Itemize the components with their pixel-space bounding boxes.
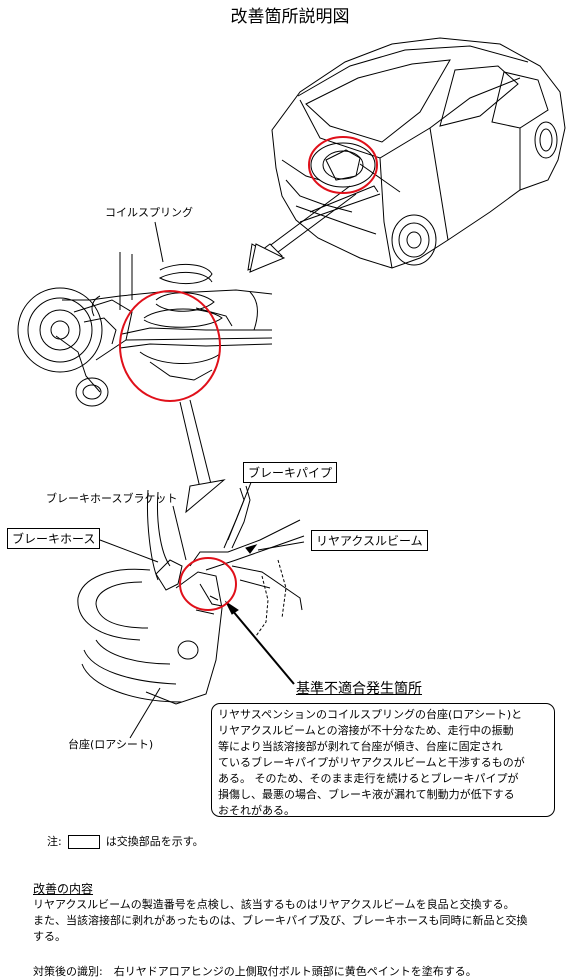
hazard-line: 損傷し、最悪の場合、ブレーキ液が漏れて制動力が低下する [218, 788, 515, 801]
closeup-illustration [77, 485, 305, 705]
hazard-title: 基準不適合発生箇所 [296, 681, 422, 697]
improvement-line: する。 [33, 930, 66, 943]
improvement-title: 改善の内容 [33, 882, 94, 896]
identification-text: 対策後の識別: 右リヤドアロアヒンジの上側取付ボルト頭部に黄色ペイントを塗布する… [33, 965, 477, 978]
hazard-line: リヤアクスルビームとの溶接が不十分なため、走行中の振動 [218, 724, 514, 737]
replacement-part-swatch [67, 835, 100, 849]
improvement-line: リヤアクスルビームの製造番号を点検し、該当するものはリヤアクスルビームを良品と交… [33, 898, 515, 911]
improvement-line: また、当該溶接部に剥れがあったものは、ブレーキパイプ及び、ブレーキホースも同時に… [33, 914, 528, 927]
label-lower-seat: 台座(ロアシート) [68, 738, 154, 751]
note-suffix: は交換部品を示す。 [105, 835, 204, 848]
hazard-description-box: リヤサスペンションのコイルスプリングの台座(ロアシート)と リヤアクスルビームと… [211, 703, 555, 817]
legend-note: 注: は交換部品を示す。 [47, 833, 204, 849]
hazard-line: ある。 そのため、そのまま走行を続けるとブレーキパイプが [218, 772, 519, 785]
hazard-line: ているブレーキパイプがリヤアクスルビームと干渉するものが [218, 756, 525, 769]
label-brake-hose-bracket: ブレーキホースブラケット [46, 492, 178, 505]
label-brake-pipe: ブレーキパイプ [243, 462, 338, 483]
hazard-line: おそれがある。 [218, 804, 295, 817]
hazard-line: 等により当該溶接部が剥れて台座が傾き、台座に固定され [218, 740, 503, 753]
car-illustration [271, 37, 566, 269]
page-title: 改善箇所説明図 [230, 7, 350, 27]
hazard-line: リヤサスペンションのコイルスプリングの台座(ロアシート)と [218, 708, 523, 721]
note-prefix: 注: [47, 835, 62, 848]
label-coil-spring: コイルスプリング [105, 206, 193, 219]
label-brake-hose: ブレーキホース [7, 528, 101, 549]
label-rear-axle-beam: リヤアクスルビーム [311, 530, 428, 551]
suspension-illustration [17, 252, 273, 407]
